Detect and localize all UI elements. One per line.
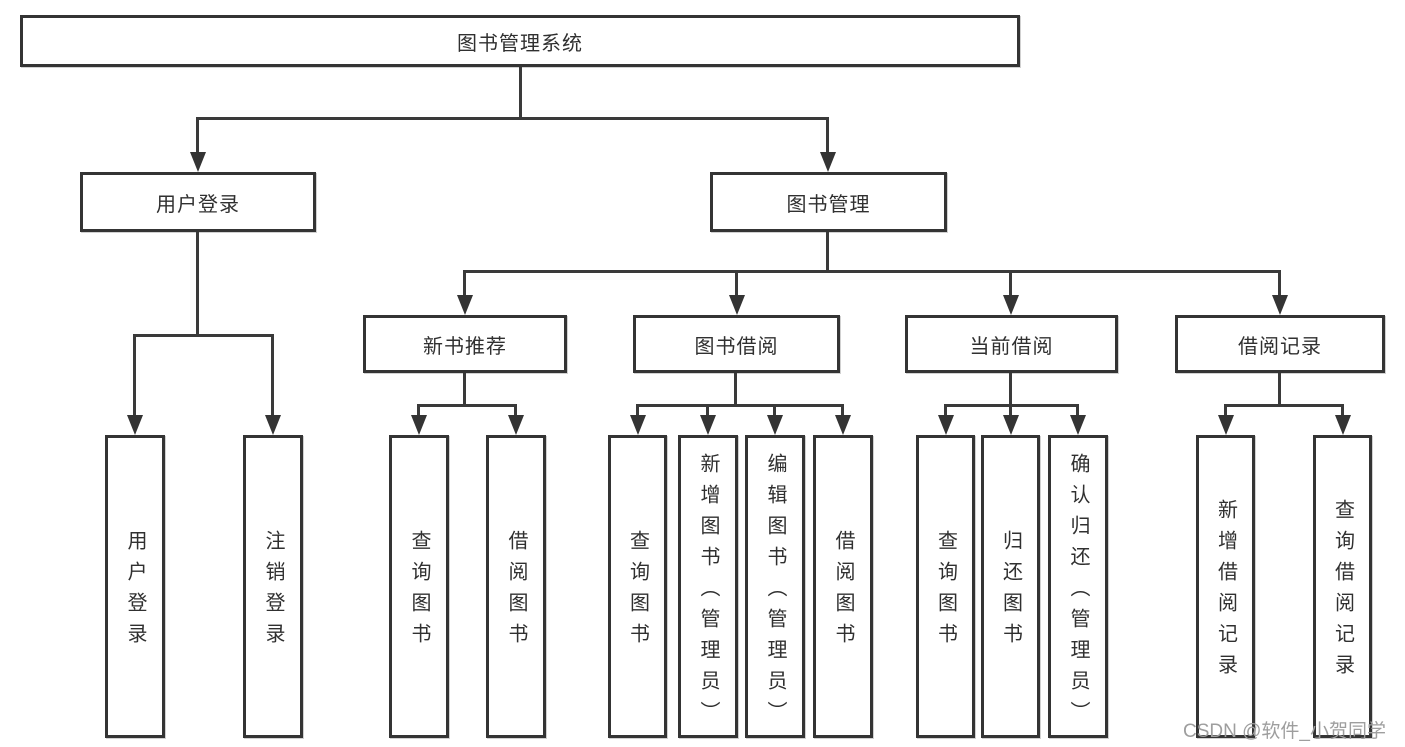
leaf-borrow-books-1-label: 借阅图书 xyxy=(505,530,527,654)
connector-vline xyxy=(1341,404,1344,417)
leaf-edit-books-admin-label: 编辑图书（管理员） xyxy=(764,452,786,732)
arrowhead-icon xyxy=(265,415,281,435)
leaf-borrow-books-2-label: 借阅图书 xyxy=(832,530,854,654)
connector-vline xyxy=(519,67,522,119)
leaf-logout: 注销登录 xyxy=(243,435,303,738)
arrowhead-icon xyxy=(729,295,745,315)
arrowhead-icon xyxy=(1272,295,1288,315)
node-book-management: 图书管理 xyxy=(710,172,947,232)
leaf-search-borrow-record-label: 查询借阅记录 xyxy=(1331,499,1354,685)
arrowhead-icon xyxy=(508,415,524,435)
node-current-borrow-label: 当前借阅 xyxy=(969,335,1054,358)
leaf-confirm-return-admin: 确认归还（管理员） xyxy=(1048,435,1108,738)
leaf-search-borrow-record: 查询借阅记录 xyxy=(1313,435,1372,738)
leaf-search-books-2-label: 查询图书 xyxy=(626,530,649,654)
connector-vline xyxy=(735,270,738,296)
connector-vline xyxy=(1278,373,1281,406)
connector-vline xyxy=(271,334,274,416)
connector-vline xyxy=(1009,270,1012,296)
node-user-login-label: 用户登录 xyxy=(156,193,240,216)
connector-vline xyxy=(706,404,709,417)
arrowhead-icon xyxy=(700,415,716,435)
leaf-confirm-return-admin-label: 确认归还（管理员） xyxy=(1067,452,1089,732)
leaf-search-books-1: 查询图书 xyxy=(389,435,449,738)
connector-vline xyxy=(196,232,199,336)
connector-vline xyxy=(1009,373,1012,406)
arrowhead-icon xyxy=(1218,415,1234,435)
node-new-book-recommend-label: 新书推荐 xyxy=(423,335,507,358)
arrowhead-icon xyxy=(630,415,646,435)
csdn-watermark: CSDN @软件_小贺同学 xyxy=(1183,721,1386,742)
leaf-add-books-admin: 新增图书（管理员） xyxy=(678,435,738,738)
arrowhead-icon xyxy=(457,295,473,315)
connector-vline xyxy=(773,404,776,417)
connector-vline xyxy=(1278,270,1281,296)
leaf-user-login-label: 用户登录 xyxy=(124,530,146,654)
leaf-add-borrow-record-label: 新增借阅记录 xyxy=(1214,499,1237,685)
leaf-search-books-2: 查询图书 xyxy=(608,435,667,738)
arrowhead-icon xyxy=(1070,415,1086,435)
node-borrow-records: 借阅记录 xyxy=(1175,315,1385,373)
connector-hline xyxy=(133,334,274,337)
leaf-return-books: 归还图书 xyxy=(981,435,1040,738)
connector-vline xyxy=(734,373,737,406)
connector-hline xyxy=(636,404,844,407)
arrowhead-icon xyxy=(1003,415,1019,435)
connector-vline xyxy=(463,373,466,406)
arrowhead-icon xyxy=(411,415,427,435)
connector-vline xyxy=(196,117,199,153)
arrowhead-icon xyxy=(938,415,954,435)
arrowhead-icon xyxy=(835,415,851,435)
connector-vline xyxy=(826,232,829,272)
arrowhead-icon xyxy=(1003,295,1019,315)
leaf-return-books-label: 归还图书 xyxy=(999,530,1022,654)
node-borrow-records-label: 借阅记录 xyxy=(1238,335,1322,358)
connector-hline xyxy=(196,117,829,120)
node-book-borrow-label: 图书借阅 xyxy=(694,335,779,358)
connector-hline xyxy=(1224,404,1344,407)
node-root: 图书管理系统 xyxy=(20,15,1020,67)
node-book-borrow: 图书借阅 xyxy=(633,315,840,373)
node-user-login: 用户登录 xyxy=(80,172,316,232)
connector-hline xyxy=(463,270,1281,273)
node-root-label: 图书管理系统 xyxy=(457,32,583,55)
arrowhead-icon xyxy=(1335,415,1351,435)
leaf-logout-label: 注销登录 xyxy=(262,530,284,654)
arrowhead-icon xyxy=(127,415,143,435)
node-new-book-recommend: 新书推荐 xyxy=(363,315,567,373)
leaf-user-login: 用户登录 xyxy=(105,435,165,738)
connector-vline xyxy=(1009,404,1012,417)
leaf-search-books-1-label: 查询图书 xyxy=(408,530,430,654)
node-book-management-label: 图书管理 xyxy=(786,193,871,216)
connector-vline xyxy=(1076,404,1079,417)
connector-vline xyxy=(1224,404,1227,417)
connector-vline xyxy=(514,404,517,417)
connector-hline xyxy=(417,404,517,407)
arrowhead-icon xyxy=(820,152,836,172)
arrowhead-icon xyxy=(767,415,783,435)
node-current-borrow: 当前借阅 xyxy=(905,315,1118,373)
connector-vline xyxy=(944,404,947,417)
connector-vline xyxy=(841,404,844,417)
connector-vline xyxy=(826,117,829,153)
leaf-borrow-books-2: 借阅图书 xyxy=(813,435,873,738)
leaf-borrow-books-1: 借阅图书 xyxy=(486,435,546,738)
leaf-add-borrow-record: 新增借阅记录 xyxy=(1196,435,1255,738)
connector-vline xyxy=(463,270,466,296)
connector-vline xyxy=(636,404,639,417)
leaf-edit-books-admin: 编辑图书（管理员） xyxy=(745,435,805,738)
leaf-add-books-admin-label: 新增图书（管理员） xyxy=(697,452,719,732)
leaf-search-books-3-label: 查询图书 xyxy=(934,530,957,654)
arrowhead-icon xyxy=(190,152,206,172)
connector-vline xyxy=(133,334,136,416)
leaf-search-books-3: 查询图书 xyxy=(916,435,975,738)
connector-vline xyxy=(417,404,420,417)
